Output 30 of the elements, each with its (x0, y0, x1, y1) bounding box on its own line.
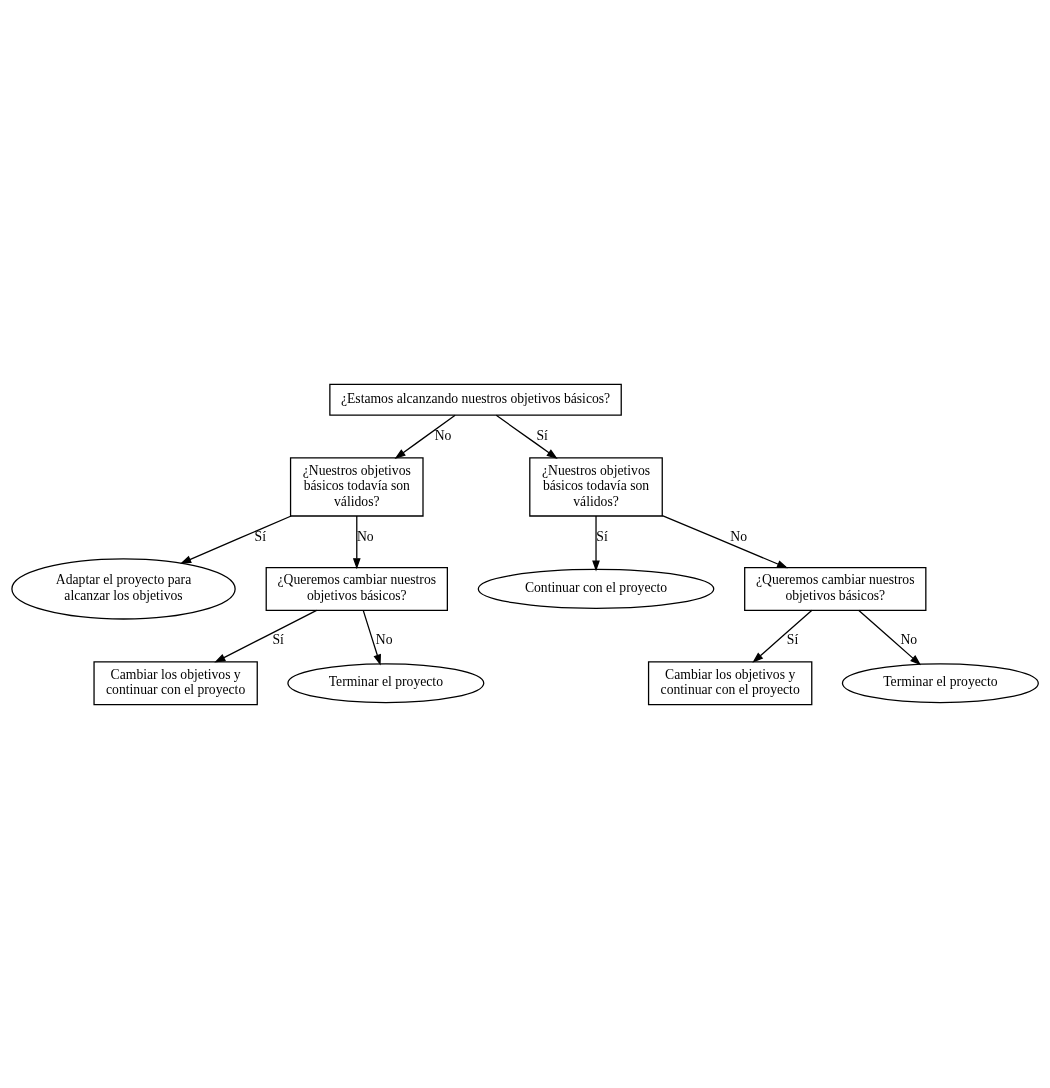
edge-label: No (434, 427, 452, 443)
node-box: Cambiar los objetivos y continuar con el proyecto (93, 660, 258, 705)
edge-label: Sí (596, 528, 608, 544)
arrow (592, 514, 600, 571)
arrow (857, 609, 922, 665)
arrow (495, 414, 558, 459)
node-box: ¿Estamos alcanzando nuestros objetivos básicos? (329, 383, 622, 416)
arrow (394, 414, 456, 459)
arrow (352, 514, 361, 569)
edge-label: No (730, 528, 748, 544)
edge-label: No (356, 528, 374, 544)
edge-label: No (375, 631, 393, 647)
edge-label: No (900, 631, 918, 647)
node-ellipse: Terminar el proyecto (287, 662, 485, 703)
edge-label: Sí (272, 631, 284, 647)
arrow (362, 609, 381, 666)
edge-label: Sí (536, 427, 548, 443)
node-box: ¿Queremos cambiar nuestros objetivos básicos? (265, 566, 448, 611)
edge-label: Sí (786, 631, 799, 647)
arrow (661, 514, 789, 568)
node-box: ¿Queremos cambiar nuestros objetivos básicos? (744, 566, 927, 611)
node-box: ¿Nuestros objetivos básicos todavía son válidos? (529, 456, 663, 517)
node-ellipse: Terminar el proyecto (841, 662, 1039, 703)
node-box: ¿Nuestros objetivos básicos todavía son válidos? (289, 456, 424, 517)
edge-label: Sí (254, 528, 266, 544)
arrow (180, 514, 292, 564)
arrow (752, 609, 813, 663)
node-ellipse: Continuar con el proyecto (477, 568, 715, 609)
node-box: Cambiar los objetivos y continuar con el proyecto (647, 660, 813, 705)
arrow (214, 609, 318, 663)
